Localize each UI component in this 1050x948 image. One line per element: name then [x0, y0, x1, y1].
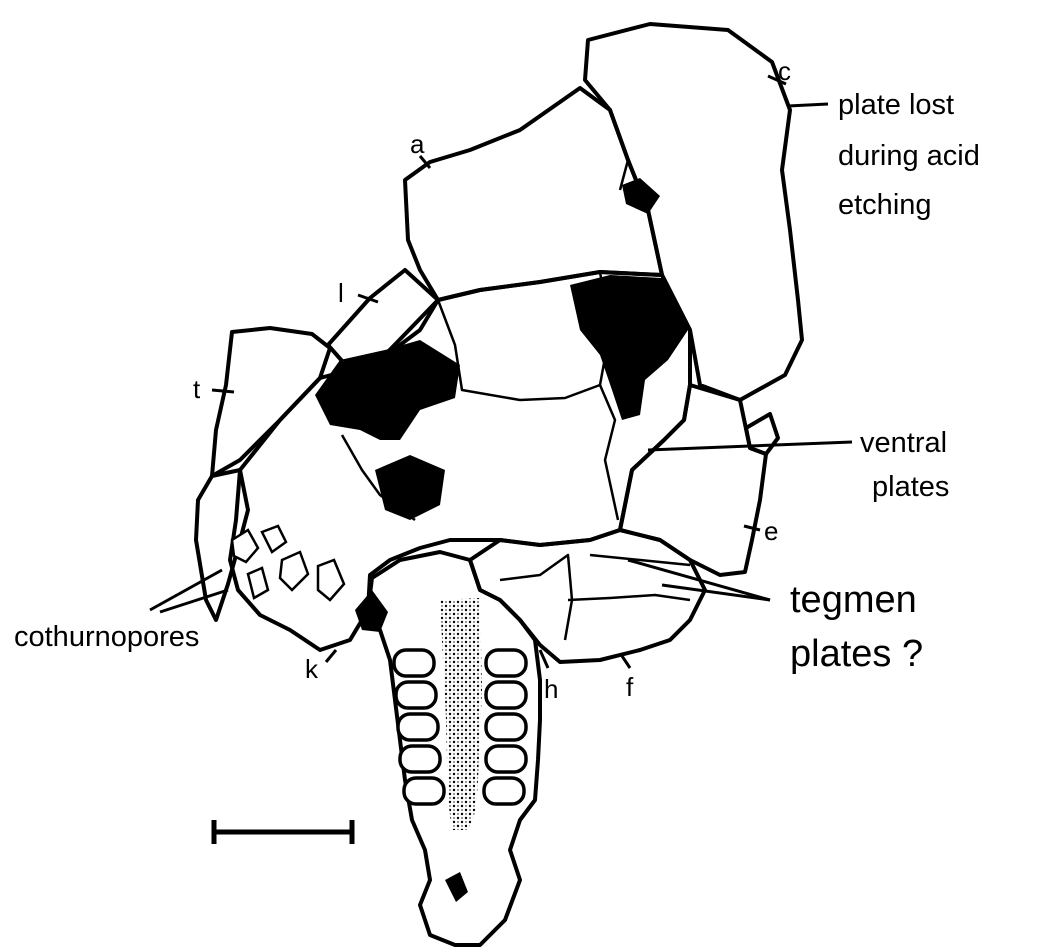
plate-seam: [500, 555, 572, 640]
cothurnopore: [232, 530, 258, 562]
leader-e: [744, 526, 760, 530]
leader-plate-lost: [788, 104, 828, 106]
plate-a: [405, 88, 662, 300]
label-h: h: [544, 674, 558, 704]
label-f: f: [626, 672, 634, 702]
label-c: c: [778, 56, 791, 86]
dark-patch-center: [375, 455, 445, 520]
label-tegmen-line2: plates ?: [790, 633, 923, 675]
label-a: a: [410, 129, 425, 159]
plate-e: [620, 385, 766, 575]
label-cothurnopores: cothurnopores: [14, 621, 199, 653]
cothurnopore: [248, 568, 268, 598]
cothurnopore: [262, 526, 286, 552]
label-tegmen-line1: tegmen: [790, 579, 917, 621]
leader-k: [326, 650, 336, 662]
plate-seam: [568, 595, 690, 600]
cothurnopore: [318, 560, 344, 600]
label-k: k: [305, 654, 319, 684]
leader-f: [622, 656, 630, 668]
scale-bar: [214, 820, 352, 844]
cothurnopore: [280, 552, 308, 590]
dark-patch-right: [570, 275, 688, 420]
label-e: e: [764, 516, 778, 546]
dark-patch-stem: [445, 872, 468, 902]
label-ventral-line2: plates: [872, 471, 949, 503]
label-l: l: [338, 278, 344, 308]
label-plate-lost-line1: plate lost: [838, 89, 954, 121]
dark-patch-notch: [622, 178, 660, 214]
label-ventral-line1: ventral: [860, 427, 947, 459]
label-t: t: [193, 374, 201, 404]
stem-lumen: [440, 598, 482, 830]
plate-t: [212, 328, 330, 476]
leader-t: [212, 390, 234, 392]
label-plate-lost-line2: during acid: [838, 140, 980, 172]
label-plate-lost-line3: etching: [838, 189, 932, 221]
